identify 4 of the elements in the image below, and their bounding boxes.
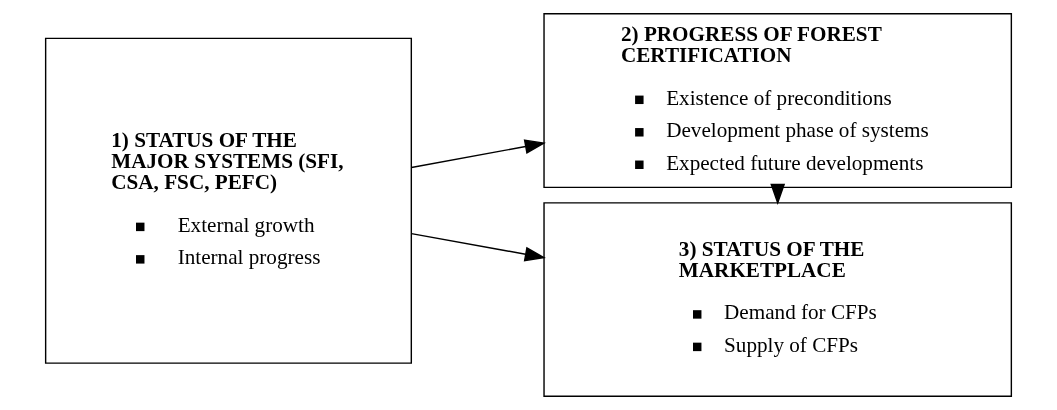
node-box: 3) STATUS OF THE MARKETPLACE Demand for CFPs Supply of CFPs: [543, 202, 1013, 397]
arrow: [410, 232, 546, 262]
node-box: 1) STATUS OF THE MAJOR SYSTEMS (SFI, CSA, FSC, PEFC) External growth Internal progress: [44, 37, 413, 364]
arrow: [410, 139, 546, 169]
